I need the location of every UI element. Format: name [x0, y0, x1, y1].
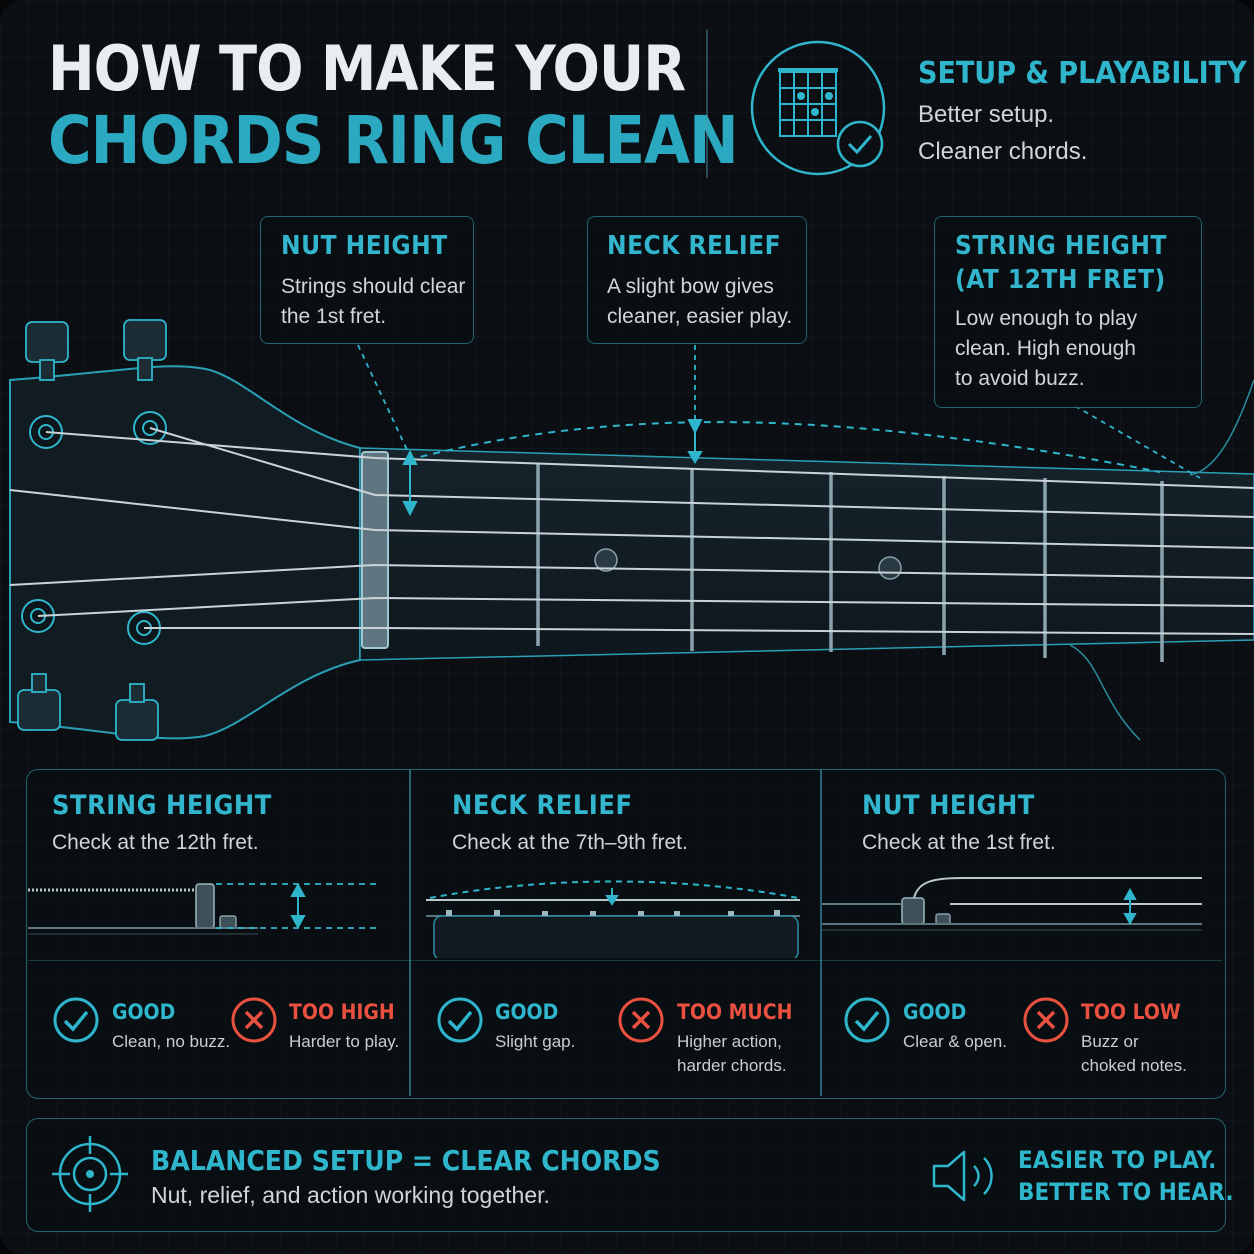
relief-arrow [687, 419, 703, 435]
verdict-good-label: GOOD [495, 1000, 559, 1024]
callout-text: clean. High enough [955, 337, 1136, 360]
footer-banner [26, 1118, 1226, 1232]
check-circle-icon [437, 997, 483, 1043]
badge-line-2: Cleaner chords. [918, 138, 1088, 165]
callout-title: NUT HEIGHT [281, 231, 448, 261]
panel-inner-divider [28, 960, 1222, 961]
neck-relief-diagram [426, 880, 800, 958]
check-circle-icon [844, 997, 890, 1043]
x-circle-icon [231, 997, 277, 1043]
verdict-bad-text: Higher action, [677, 1032, 782, 1051]
footer-title: BALANCED SETUP = CLEAR CHORDS [151, 1144, 661, 1177]
callout-string-height: STRING HEIGHT (AT 12TH FRET) Low enough … [934, 216, 1202, 408]
footer-subtitle: Nut, relief, and action working together… [151, 1182, 550, 1208]
callout-title: (AT 12TH FRET) [955, 265, 1166, 295]
callout-text: A slight bow gives [607, 275, 774, 298]
x-circle-icon [1023, 997, 1069, 1043]
panel-title-neck-relief: NECK RELIEF [452, 790, 633, 821]
check-circle-icon [53, 997, 99, 1043]
headstock [9, 365, 361, 740]
chord-chart-check-icon [750, 40, 886, 176]
verdict-bad-text: Buzz or [1081, 1032, 1139, 1051]
neck-heel-curve [1069, 644, 1141, 741]
action-leader-line [1074, 405, 1201, 479]
footer-right-line-2: BETTER TO HEAR. [1018, 1178, 1234, 1206]
tuner-key [123, 319, 167, 361]
footer-right-line-1: EASIER TO PLAY. [1018, 1146, 1217, 1174]
panel-subtitle: Check at the 12th fret. [52, 831, 259, 854]
callout-text: Strings should clear [281, 275, 466, 298]
callout-neck-relief: NECK RELIEF A slight bow gives cleaner, … [587, 216, 807, 344]
callout-text: Low enough to play [955, 307, 1138, 330]
panel-divider [820, 770, 822, 1096]
string [37, 596, 1254, 617]
badge-line-1: Better setup. [918, 101, 1055, 128]
title-line-1: HOW TO MAKE YOUR [48, 32, 686, 105]
x-circle-icon [618, 997, 664, 1043]
badge-title: SETUP & PLAYABILITY [918, 56, 1247, 91]
nut-leader-line [357, 344, 409, 453]
fret-marker [594, 548, 618, 572]
target-icon [52, 1136, 128, 1212]
body-curve [1189, 379, 1254, 476]
speaker-icon [932, 1150, 993, 1202]
verdict-bad-label: TOO LOW [1081, 1000, 1181, 1024]
header-divider [706, 30, 708, 178]
panel-divider [409, 770, 411, 1096]
callout-nut-height: NUT HEIGHT Strings should clear the 1st … [260, 216, 474, 344]
tuner-key [25, 321, 69, 363]
nut [361, 451, 389, 649]
verdict-good-label: GOOD [112, 1000, 176, 1024]
string [9, 563, 1254, 586]
verdict-good-label: GOOD [903, 1000, 967, 1024]
string-height-diagram [28, 882, 376, 935]
verdict-bad-text: Harder to play. [289, 1032, 400, 1051]
verdict-good-text: Clean, no buzz. [112, 1032, 231, 1051]
verdict-bad-text: harder chords. [677, 1056, 787, 1075]
title-line-2: CHORDS RING CLEAN [48, 102, 739, 179]
panel-title-nut-height: NUT HEIGHT [862, 790, 1035, 821]
tuner-key [17, 689, 61, 731]
guitar-neck-illustration [9, 319, 1254, 741]
string [9, 489, 1254, 549]
string [45, 431, 1254, 489]
string [149, 427, 1254, 518]
string [144, 627, 1254, 635]
verdict-bad-text: choked notes. [1081, 1056, 1187, 1075]
callout-text: the 1st fret. [281, 305, 387, 328]
verdict-bad-label: TOO MUCH [677, 1000, 793, 1024]
panel-title-string-height: STRING HEIGHT [52, 790, 272, 821]
verdict-good-text: Clear & open. [903, 1032, 1007, 1051]
callout-title: STRING HEIGHT [955, 231, 1167, 261]
tuner-key [115, 699, 159, 741]
callout-text: to avoid buzz. [955, 367, 1085, 390]
callout-title: NECK RELIEF [607, 231, 782, 261]
verdict-good-text: Slight gap. [495, 1032, 576, 1051]
nut-height-diagram [822, 877, 1202, 931]
panel-subtitle: Check at the 1st fret. [862, 831, 1056, 854]
verdict-bad-label: TOO HIGH [289, 1000, 395, 1024]
panel-subtitle: Check at the 7th–9th fret. [452, 831, 688, 854]
callout-text: cleaner, easier play. [607, 305, 793, 328]
fret-marker [878, 556, 902, 580]
